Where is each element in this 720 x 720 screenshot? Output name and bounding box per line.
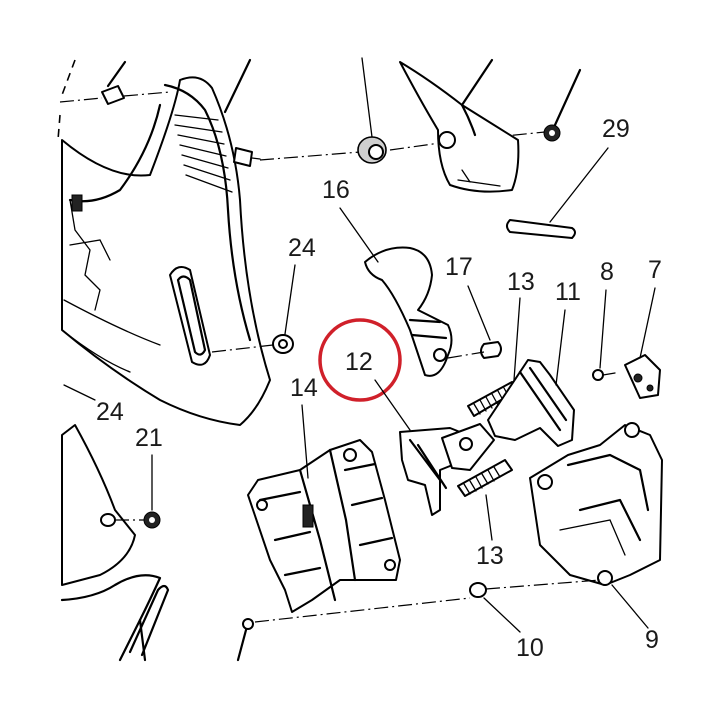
clip-part	[101, 60, 127, 105]
screw-part: 8	[592, 258, 616, 381]
callout-7: 7	[648, 256, 662, 284]
rod-part: 29	[506, 115, 630, 239]
base-plate: 9	[529, 422, 663, 654]
callout-29: 29	[602, 115, 630, 143]
leader-24-lower	[63, 384, 96, 401]
callout-10: 10	[516, 634, 544, 662]
callout-13-upper: 13	[507, 268, 535, 296]
axis-line-bottom	[254, 597, 471, 623]
bracket-part: 11	[487, 278, 581, 447]
callout-21: 21	[135, 424, 163, 452]
nut-left: 21	[115, 424, 163, 529]
callout-24-upper: 24	[288, 234, 316, 262]
pin-part: 17	[445, 253, 502, 359]
callout-24-lower: 24	[96, 398, 124, 426]
callout-16: 16	[322, 176, 350, 204]
callout-13-lower: 13	[476, 542, 504, 570]
washer-upper: 24	[211, 234, 316, 354]
spring-upper: 13	[467, 268, 535, 417]
spring-lower: 13	[457, 459, 513, 570]
callout-9: 9	[645, 626, 659, 654]
lower-panel	[60, 424, 170, 662]
lever-part	[399, 423, 495, 516]
leader-12	[374, 379, 411, 431]
bolt-part: 10	[469, 579, 601, 662]
bottom-screw	[236, 618, 254, 662]
upper-bracket	[399, 58, 520, 193]
highlight-ring	[318, 318, 402, 402]
small-bracket: 7	[624, 256, 662, 399]
callout-14: 14	[290, 374, 318, 402]
axis-line-top-left	[59, 91, 171, 103]
callout-11: 11	[555, 278, 581, 306]
side-bolt	[233, 147, 261, 167]
nut-top	[543, 68, 582, 142]
callout-8: 8	[600, 258, 614, 286]
housing-part: 14	[247, 374, 401, 613]
grommet	[357, 57, 387, 164]
fairing-panel	[61, 76, 271, 426]
guide-part: 16	[322, 176, 453, 377]
leader-upper	[223, 58, 252, 114]
callout-12: 12	[345, 348, 373, 376]
callout-17: 17	[445, 253, 473, 281]
dashed-outline	[57, 59, 76, 141]
